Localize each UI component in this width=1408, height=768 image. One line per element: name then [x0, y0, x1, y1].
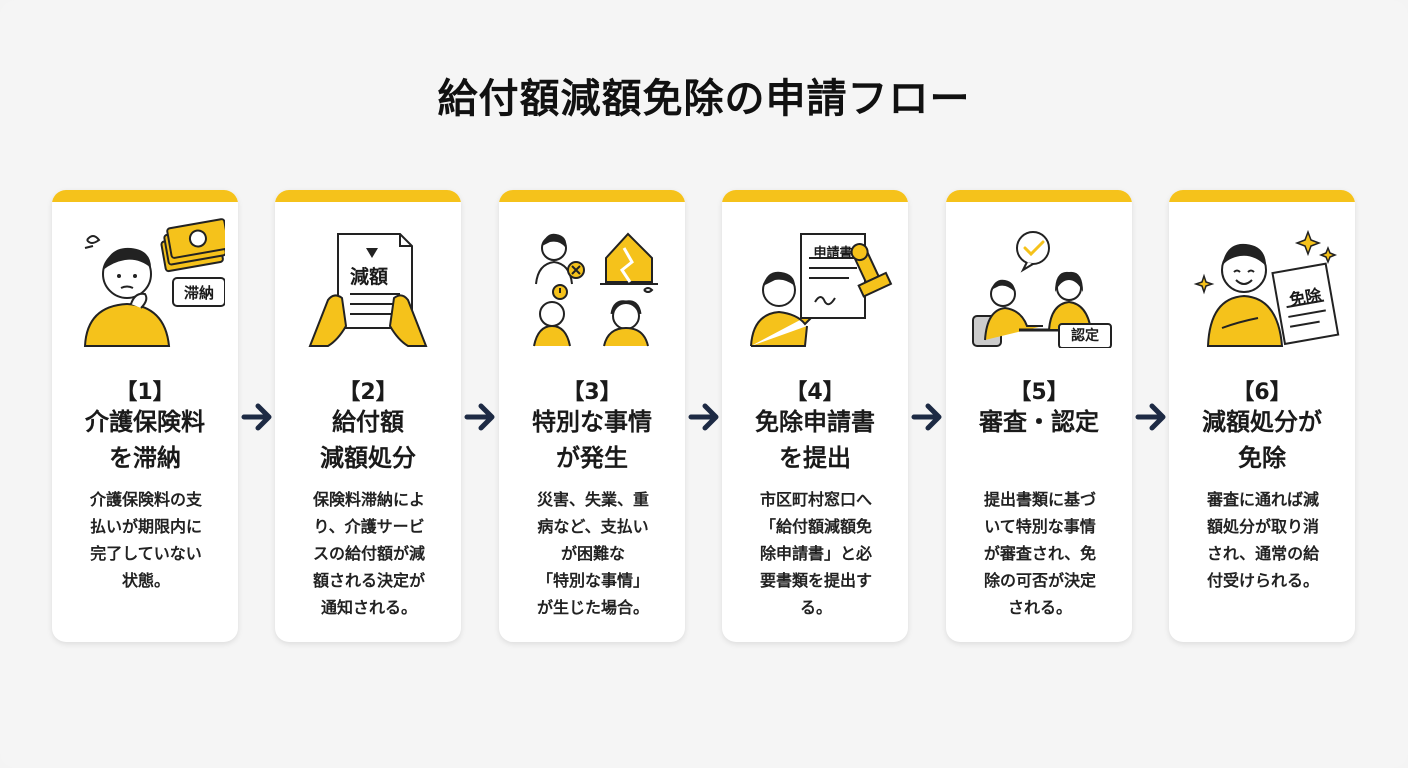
arrow-right-icon — [688, 403, 719, 431]
step-number: 【6】 — [1232, 380, 1292, 405]
step-description: 提出書類に基づ いて特別な事情 が審査され、免 除の可否が決定 される。 — [983, 490, 1097, 617]
step-description: 市区町村窓口へ 「給付額減額免 除申請書」と必 要書類を提出す る。 — [759, 490, 872, 617]
arrow-right-icon — [911, 403, 942, 431]
arrow-right-icon — [464, 403, 495, 431]
worried-person-icon — [83, 235, 171, 347]
card-accent-bar — [946, 190, 1132, 202]
arrow-right-icon — [1135, 403, 1166, 431]
step-card-3: 【3】 特別な事情 が発生 災害、失業、重 病など、支払い が困難な 「特別な事… — [499, 190, 685, 642]
step-heading: 特別な事情 が発生 — [532, 408, 652, 472]
step-description: 審査に通れば減 額処分が取り消 され、通常の給 付受けられる。 — [1206, 490, 1320, 590]
step-card-5: 認定 【5】 審査・認定 提出書類に基づ いて特別な事情 が審査され、免 除の可… — [946, 190, 1132, 642]
step-number: 【1】 — [115, 380, 175, 405]
step-number: 【4】 — [785, 380, 845, 405]
illustration-tag: 認定 — [1071, 328, 1099, 344]
step-heading: 給付額 減額処分 — [320, 408, 416, 472]
card-accent-bar — [499, 190, 685, 202]
step-card-1: 滞納 【1】 介護保険料 を滞納 介護保険料の支 払いが期限内に 完了していない… — [52, 190, 238, 642]
unemployed-person-icon — [535, 233, 585, 285]
step-heading: 審査・認定 — [979, 408, 1099, 436]
illustration-tag: 減額 — [349, 266, 388, 288]
step-number: 【2】 — [338, 380, 398, 405]
card-accent-bar — [1169, 190, 1355, 202]
card-accent-bar — [722, 190, 908, 202]
illustration-tag: 申請書 — [813, 246, 853, 261]
step-card-4: 申請書 【4】 免除申請書 を提出 市区町村窓口へ 「給付額減額免 除申請書」と… — [722, 190, 908, 642]
illustration-tag: 滞納 — [183, 284, 214, 302]
arrow-right-icon — [241, 403, 272, 431]
step-card-6: 免除 【6】 減額処分が 免除 審査に通れば減 額処分が取り消 され、通常の給 … — [1169, 190, 1355, 642]
step-number: 【3】 — [562, 380, 622, 405]
step-description: 保険料滞納によ り、介護サービ スの給付額が減 額される決定が 通知される。 — [312, 490, 425, 617]
card-accent-bar — [52, 190, 238, 202]
step-card-2: 減額 【2】 給付額 減額処分 保険料滞納によ り、介護サービ スの給付額が減 … — [275, 190, 461, 642]
step-heading: 介護保険料 を滞納 — [85, 408, 205, 472]
step-description: 災害、失業、重 病など、支払い が困難な 「特別な事情」 が生じた場合。 — [536, 490, 649, 617]
step-heading: 免除申請書 を提出 — [755, 408, 875, 472]
step-number: 【5】 — [1009, 380, 1069, 405]
page-title: 給付額減額免除の申請フロー — [437, 76, 971, 122]
card-accent-bar — [275, 190, 461, 202]
step-heading: 減額処分が 免除 — [1202, 408, 1322, 472]
person-icon — [750, 271, 820, 347]
step-description: 介護保険料の支 払いが期限内に 完了していない 状態。 — [89, 490, 202, 590]
